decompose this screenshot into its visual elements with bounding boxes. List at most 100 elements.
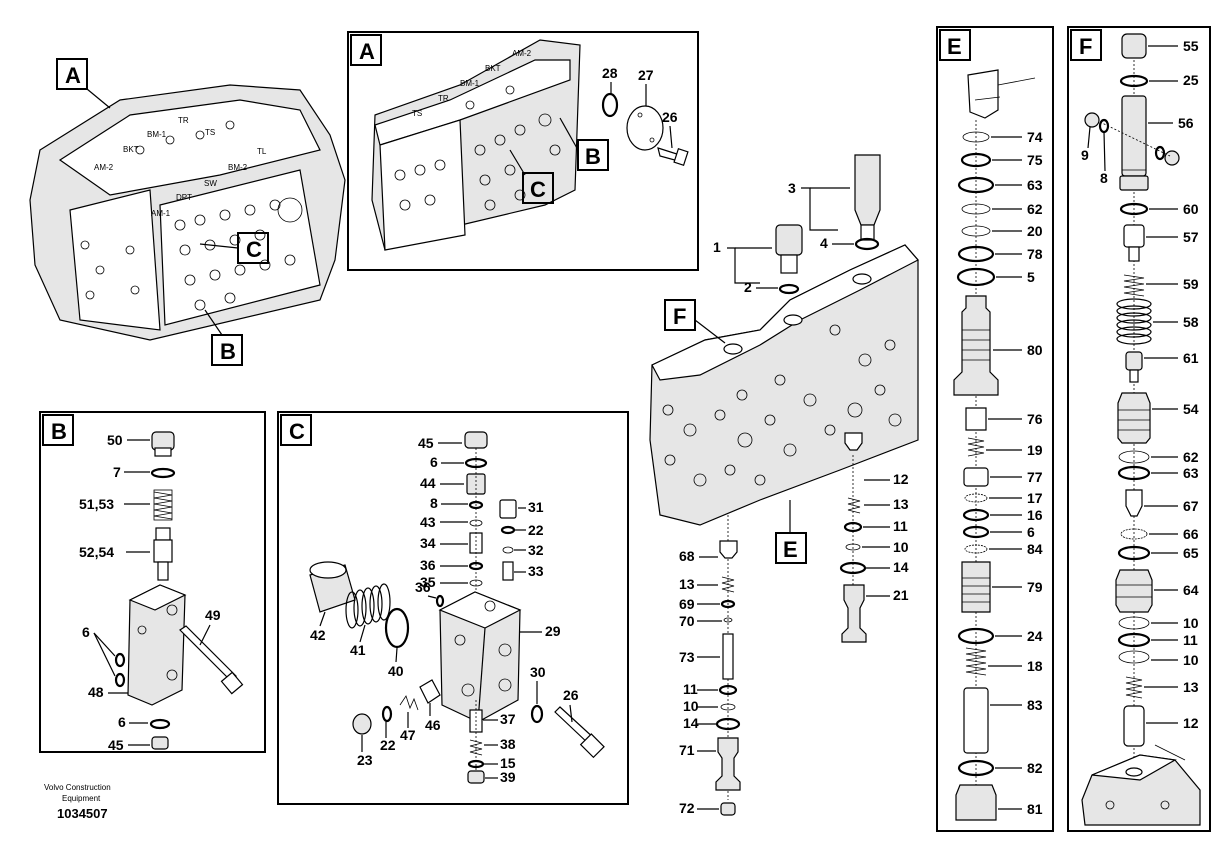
main-callout-c: C bbox=[246, 237, 262, 262]
boxc-part-23: 23 bbox=[357, 752, 373, 768]
boxf-part-57: 57 bbox=[1183, 229, 1199, 245]
boxf-part-10-b: 10 bbox=[1183, 652, 1199, 668]
main-label-bkt: BKT bbox=[123, 145, 139, 154]
center-part-13: 13 bbox=[893, 496, 909, 512]
main-label-am1: AM-1 bbox=[151, 209, 171, 218]
main-callout-a: A bbox=[65, 63, 81, 88]
boxf-part-9: 9 bbox=[1081, 147, 1089, 163]
footer-brand-2: Equipment bbox=[62, 794, 101, 803]
boxf-part-61: 61 bbox=[1183, 350, 1199, 366]
center-part-68: 68 bbox=[679, 548, 695, 564]
boxe-part-62: 62 bbox=[1027, 201, 1043, 217]
main-label-bm2: BM-2 bbox=[228, 163, 248, 172]
boxf-part-59: 59 bbox=[1183, 276, 1199, 292]
footer-brand: Volvo Construction bbox=[44, 783, 111, 792]
boxb-part-52-54: 52,54 bbox=[79, 544, 114, 560]
boxc-part-29: 29 bbox=[545, 623, 561, 639]
boxe-part-75: 75 bbox=[1027, 152, 1043, 168]
boxc-part-8: 8 bbox=[430, 495, 438, 511]
boxb-part-45: 45 bbox=[108, 737, 124, 753]
boxe-part-20: 20 bbox=[1027, 223, 1043, 239]
center-valve-assembly: F E 3 1 4 2 12 13 11 10 14 bbox=[649, 154, 919, 816]
main-label-sw: SW bbox=[204, 179, 217, 188]
center-part-10-b: 10 bbox=[683, 698, 699, 714]
boxa-callout-c: C bbox=[530, 177, 546, 202]
boxb-part-7: 7 bbox=[113, 464, 121, 480]
boxf-part-54: 54 bbox=[1183, 401, 1199, 417]
center-part-14-b: 14 bbox=[683, 715, 699, 731]
valve-callout-f: F bbox=[673, 304, 686, 329]
boxc-part-41: 41 bbox=[350, 642, 366, 658]
boxb-part-49: 49 bbox=[205, 607, 221, 623]
boxe-part-5: 5 bbox=[1027, 269, 1035, 285]
center-part-12: 12 bbox=[893, 471, 909, 487]
center-part-14: 14 bbox=[893, 559, 909, 575]
box-a-title: A bbox=[359, 39, 375, 64]
boxf-part-10-a: 10 bbox=[1183, 615, 1199, 631]
center-part-2: 2 bbox=[744, 279, 752, 295]
boxa-callout-b: B bbox=[585, 144, 601, 169]
main-label-tl: TL bbox=[257, 147, 267, 156]
main-label-tr: TR bbox=[178, 116, 189, 125]
boxa-label-tr: TR bbox=[438, 94, 449, 103]
boxa-label-bm1: BM-1 bbox=[460, 79, 480, 88]
center-part-4: 4 bbox=[820, 235, 828, 251]
box-c-title: C bbox=[289, 419, 305, 444]
boxc-part-35: 35 bbox=[420, 574, 436, 590]
center-part-72: 72 bbox=[679, 800, 695, 816]
center-part-21: 21 bbox=[893, 587, 909, 603]
boxf-part-58: 58 bbox=[1183, 314, 1199, 330]
boxb-part-48: 48 bbox=[88, 684, 104, 700]
boxc-part-40: 40 bbox=[388, 663, 404, 679]
center-part-3: 3 bbox=[788, 180, 796, 196]
boxc-part-39: 39 bbox=[500, 769, 516, 785]
boxc-part-47: 47 bbox=[400, 727, 416, 743]
main-label-bm1: BM-1 bbox=[147, 130, 167, 139]
main-callout-b: B bbox=[220, 339, 236, 364]
main-label-dpt: DPT bbox=[176, 193, 192, 202]
detail-box-c: C 45 6 44 8 43 34 36 35 31 22 32 bbox=[277, 411, 629, 805]
center-part-11: 11 bbox=[893, 518, 908, 534]
boxc-part-6: 6 bbox=[430, 454, 438, 470]
boxb-part-50: 50 bbox=[107, 432, 123, 448]
boxc-part-43: 43 bbox=[420, 514, 436, 530]
boxe-part-84: 84 bbox=[1027, 541, 1043, 557]
footer: Volvo Construction Equipment 1034507 bbox=[44, 783, 111, 821]
boxa-label-am2: AM-2 bbox=[512, 49, 532, 58]
valve-callout-e: E bbox=[783, 537, 798, 562]
boxa-part-27: 27 bbox=[638, 67, 654, 83]
boxf-part-65: 65 bbox=[1183, 545, 1199, 561]
main-label-am2: AM-2 bbox=[94, 163, 114, 172]
boxe-part-63: 63 bbox=[1027, 177, 1043, 193]
boxc-part-31: 31 bbox=[528, 499, 544, 515]
boxa-label-ts: TS bbox=[412, 109, 422, 118]
boxf-part-8: 8 bbox=[1100, 170, 1108, 186]
boxe-part-16: 16 bbox=[1027, 507, 1043, 523]
boxb-part-6-b: 6 bbox=[118, 714, 126, 730]
boxf-part-55: 55 bbox=[1183, 38, 1199, 54]
detail-box-e: E 74 75 63 62 20 78 5 80 bbox=[936, 26, 1054, 832]
box-e-title: E bbox=[947, 34, 962, 59]
boxa-label-bkt: BKT bbox=[485, 64, 501, 73]
boxe-part-18: 18 bbox=[1027, 658, 1043, 674]
boxc-part-45: 45 bbox=[418, 435, 434, 451]
boxe-part-82: 82 bbox=[1027, 760, 1043, 776]
boxc-part-36-b: 36 bbox=[415, 579, 431, 595]
center-part-73: 73 bbox=[679, 649, 695, 665]
boxe-part-81: 81 bbox=[1027, 801, 1043, 817]
detail-box-a: A AM-2 BKT BM-1 TR TS 28 27 26 B bbox=[347, 31, 699, 271]
boxa-part-26: 26 bbox=[662, 109, 678, 125]
boxe-part-77: 77 bbox=[1027, 469, 1043, 485]
boxc-part-34: 34 bbox=[420, 535, 436, 551]
boxc-part-30: 30 bbox=[530, 664, 546, 680]
boxf-part-13: 13 bbox=[1183, 679, 1199, 695]
footer-drawing-number: 1034507 bbox=[57, 806, 108, 821]
boxe-part-83: 83 bbox=[1027, 697, 1043, 713]
boxe-part-19: 19 bbox=[1027, 442, 1043, 458]
boxc-part-32: 32 bbox=[528, 542, 544, 558]
boxa-part-28: 28 bbox=[602, 65, 618, 81]
boxe-part-17: 17 bbox=[1027, 490, 1043, 506]
main-valve-assembly: TR TS BKT BM-1 AM-2 TL BM-2 SW DPT AM-1 … bbox=[29, 58, 346, 366]
boxc-part-15: 15 bbox=[500, 755, 516, 771]
